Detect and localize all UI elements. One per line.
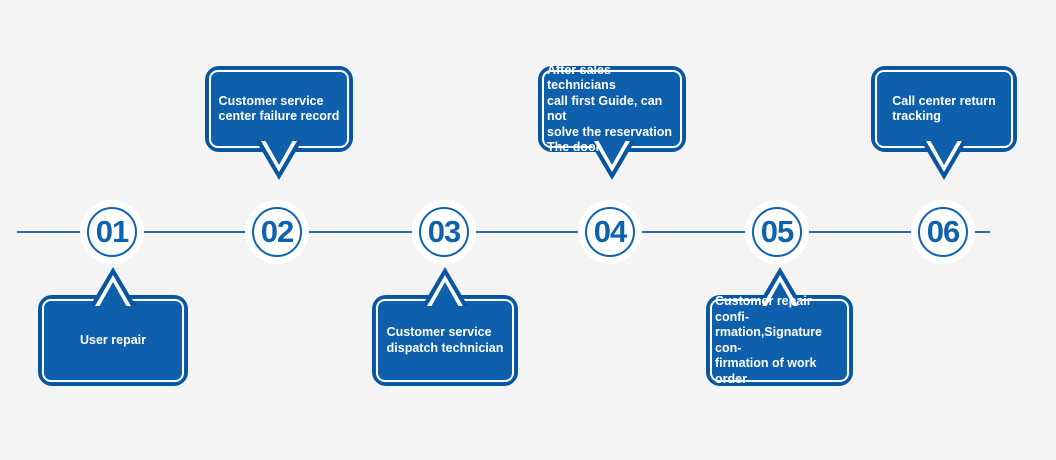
step-bubble-04: After sales technicians call first Guide… bbox=[538, 63, 686, 180]
step-bubble-05: Customer repair confi- rmation,Signature… bbox=[706, 267, 853, 386]
bubble-tail-down-icon bbox=[589, 141, 635, 180]
bubble-tail-up-icon bbox=[90, 267, 136, 306]
step-label-04: After sales technicians call first Guide… bbox=[547, 62, 673, 155]
bubble-tail-up-icon bbox=[422, 267, 468, 306]
bubble-tail-down-icon bbox=[921, 141, 967, 180]
step-circle-02: 02 bbox=[252, 207, 302, 257]
step-number-06: 06 bbox=[926, 213, 960, 249]
step-bubble-03: Customer service dispatch technician bbox=[372, 267, 518, 386]
step-number-03: 03 bbox=[427, 213, 461, 249]
step-number-02: 02 bbox=[260, 213, 294, 249]
bubble-tail-down-icon bbox=[256, 141, 302, 180]
step-bubble-06: Call center return tracking bbox=[871, 66, 1017, 180]
timeline-line bbox=[17, 231, 990, 233]
step-label-05: Customer repair confi- rmation,Signature… bbox=[715, 294, 822, 386]
bubble-tail-up-icon bbox=[756, 267, 803, 306]
step-number-05: 05 bbox=[760, 213, 794, 249]
step-circle-01: 01 bbox=[87, 207, 137, 257]
step-label-02: Customer service center failure record bbox=[218, 93, 340, 124]
step-label-06: Call center return tracking bbox=[892, 93, 996, 124]
step-bubble-01: User repair bbox=[38, 267, 188, 386]
step-circle-06: 06 bbox=[918, 207, 968, 257]
step-number-01: 01 bbox=[95, 213, 129, 249]
step-label-03: Customer service dispatch technician bbox=[386, 325, 504, 355]
step-bubble-02: Customer service center failure record bbox=[205, 66, 353, 180]
step-label-01: User repair bbox=[79, 332, 146, 347]
step-number-04: 04 bbox=[593, 213, 627, 249]
step-circle-05: 05 bbox=[752, 207, 802, 257]
step-circle-04: 04 bbox=[585, 207, 635, 257]
step-circle-03: 03 bbox=[419, 207, 469, 257]
